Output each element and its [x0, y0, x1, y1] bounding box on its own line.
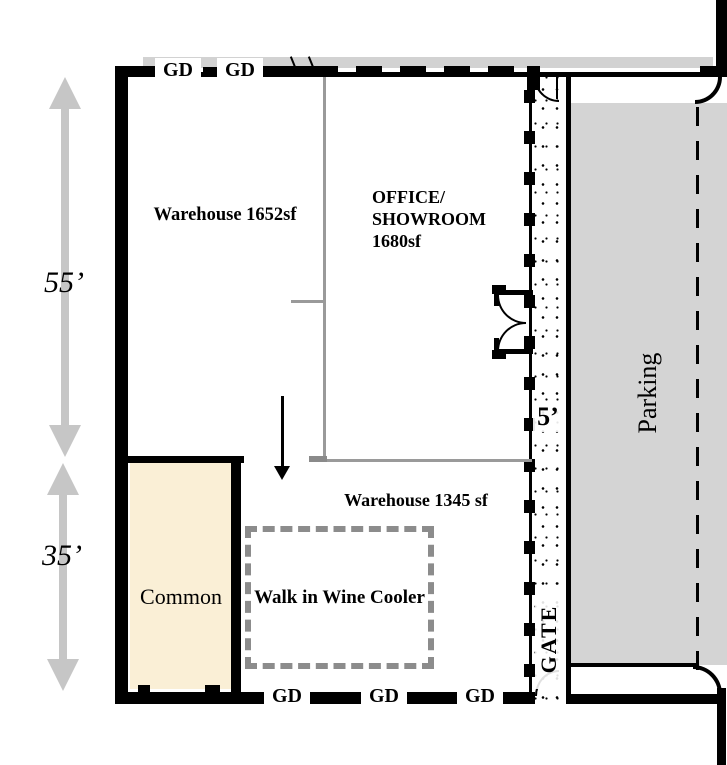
dim-35-shaft	[59, 491, 67, 663]
common-room-fill	[130, 463, 231, 689]
flow-arrow-shaft	[281, 396, 284, 467]
dim-35-label: 35’	[42, 539, 82, 572]
wall-top-dash-between-gd	[203, 67, 219, 76]
parking-dashed-line	[696, 107, 699, 673]
wine-cooler-outline: Walk in Wine Cooler	[245, 526, 434, 669]
wall-bottom-main	[115, 692, 535, 704]
dim-55-arrowhead-down	[49, 425, 81, 457]
dim-35-arrowhead-down	[47, 659, 79, 691]
wall-top-segment-corner	[115, 66, 157, 77]
wall-top-segment-b	[262, 66, 312, 77]
partition-horizontal	[314, 459, 532, 462]
wall-left	[115, 66, 128, 704]
gate-width-label: 5’	[533, 402, 563, 432]
garage-door-bottom-2: GD	[361, 684, 407, 708]
flow-arrow-head	[274, 466, 290, 480]
wall-top-right-join	[700, 66, 727, 77]
common-label: Common	[140, 584, 222, 609]
wall-bottom-right	[567, 694, 718, 704]
garage-door-top-1: GD	[155, 58, 201, 82]
garage-door-top-2: GD	[217, 58, 263, 82]
dim-55-label: 55’	[44, 266, 84, 299]
dim-55-arrowhead-up	[49, 77, 81, 109]
parking-label: Parking	[633, 352, 662, 434]
partition-tick-mid	[291, 300, 324, 303]
common-door-stub-2	[205, 685, 220, 693]
parking-bottom-edge	[571, 663, 697, 667]
top-fence-band	[143, 57, 713, 68]
alcove-jamb-top	[492, 285, 506, 294]
parking-area	[571, 103, 727, 665]
gate-label: GATE	[535, 589, 563, 689]
dim-35-arrowhead-up	[47, 463, 79, 495]
wall-top-garage-dashes	[312, 66, 527, 77]
alcove-wall-left-upper	[494, 290, 499, 306]
alcove-wall-top	[497, 290, 533, 295]
alcove-jamb-bottom	[492, 350, 506, 359]
strip-top-door-leaf	[556, 77, 558, 99]
wine-cooler-label: Walk in Wine Cooler	[254, 586, 425, 608]
strip-right-wall	[566, 77, 571, 704]
alcove-wall-bottom	[497, 349, 533, 354]
common-door-stub-1	[138, 685, 150, 693]
office-showroom-label: OFFICE/ SHOWROOM 1680sf	[372, 187, 487, 251]
wall-right-upper	[716, 0, 727, 77]
partition-vertical	[323, 77, 326, 460]
double-door-arc-upper	[497, 295, 526, 324]
common-wall-top	[126, 456, 244, 463]
garage-door-bottom-3: GD	[457, 684, 503, 708]
alcove-wall-left-lower	[494, 338, 499, 354]
strip-left-wall-dashes	[524, 90, 535, 690]
common-wall-right	[231, 456, 241, 693]
double-door-arc-lower	[497, 322, 526, 351]
warehouse-lower-label: Warehouse 1345 sf	[344, 490, 488, 510]
driveway-flare-top	[695, 77, 722, 104]
wall-right-lower	[717, 688, 726, 765]
warehouse-upper-label: Warehouse 1652sf	[153, 205, 297, 225]
dim-55-shaft	[61, 106, 69, 428]
garage-door-bottom-1: GD	[264, 684, 310, 708]
partition-tick-corner	[309, 456, 327, 462]
